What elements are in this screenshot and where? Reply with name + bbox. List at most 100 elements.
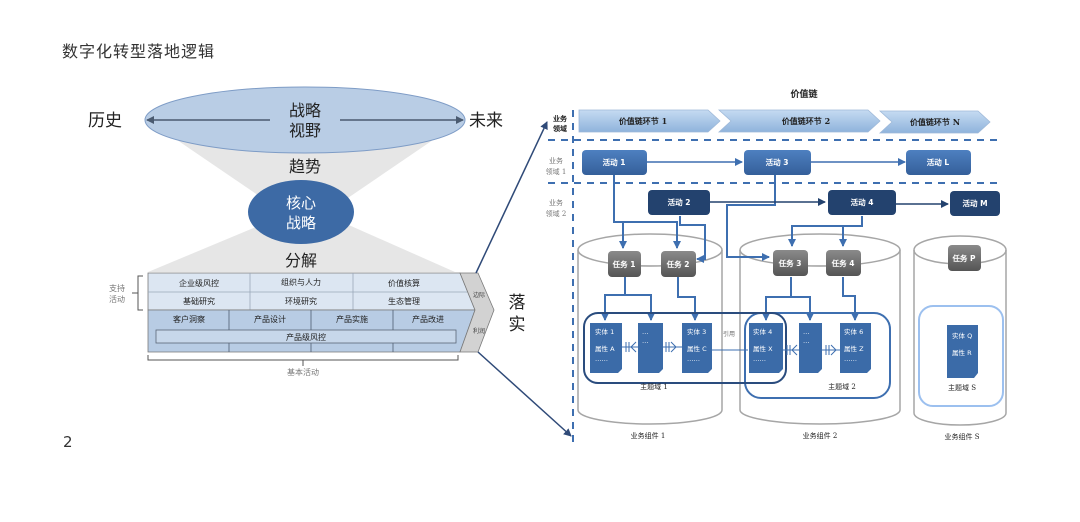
connector-line-top	[475, 121, 548, 274]
product-risk-bar	[155, 329, 457, 344]
component-cylinder-1-top	[577, 233, 723, 267]
lane-label-2b: 领域 2	[546, 209, 567, 218]
crowfoot	[825, 344, 837, 356]
task-label: 任务 P	[951, 253, 976, 263]
crowfoot	[786, 344, 798, 356]
flow-act1-task2	[614, 221, 681, 249]
activity-box[interactable]	[828, 190, 896, 215]
core-strategy-ellipse	[248, 180, 354, 244]
activity-label: 活动 3	[766, 157, 789, 167]
trend-label: 趋势	[289, 157, 321, 176]
component-cylinder-1	[577, 250, 723, 425]
activity-box[interactable]	[950, 191, 1000, 216]
component-label: 业务组件 1	[631, 431, 666, 440]
task-label: 任务 4	[831, 258, 855, 268]
value-chain-title: 价值链	[790, 88, 818, 100]
activities-lane-2: 活动 2 活动 4 活动 M	[648, 190, 1000, 216]
chain-step-1	[578, 109, 721, 133]
entity-text: ……	[844, 355, 857, 363]
chain-step-label: 价值链环节 1	[619, 116, 667, 126]
activity-box[interactable]	[648, 190, 710, 215]
page-number: 2	[63, 433, 73, 451]
tasks: 任务 1 任务 2 任务 3 任务 4 任务 P	[608, 245, 981, 277]
implement-text-1: 落	[509, 293, 526, 313]
chain-step-2	[717, 109, 881, 133]
flow-act1-tasks	[613, 174, 627, 249]
primary-cell: 产品设计	[254, 314, 286, 324]
flow-act3-task3	[726, 174, 776, 261]
entity-text: …	[642, 337, 649, 345]
chain-step-n	[878, 110, 991, 134]
task-label: 任务 2	[666, 259, 690, 269]
entity-text: …	[803, 337, 810, 345]
flow-task2-e3	[677, 277, 699, 321]
crowfoot	[665, 341, 677, 353]
task-box[interactable]	[948, 245, 981, 271]
task-box[interactable]	[773, 250, 808, 276]
entity-6	[840, 323, 871, 373]
value-chain-model: 边际 利润 企业级风控 组织与人力 价值核算 基础研究 环境研究 生态管理 客户…	[109, 272, 495, 377]
support-cell: 组织与人力	[281, 277, 321, 287]
core-text-2: 战略	[286, 214, 316, 232]
margin-top-label: 边际	[473, 291, 485, 299]
component-label: 业务组件 S	[944, 432, 979, 441]
lane-label-top-2: 领域	[553, 124, 567, 133]
vision-text-2: 视野	[289, 121, 321, 140]
entity-text: 属性 A	[595, 344, 615, 353]
entity-text: ……	[687, 355, 700, 363]
entity-2	[638, 323, 663, 373]
subject-domain-s	[918, 305, 1004, 407]
entity-text: 属性 C	[687, 344, 707, 353]
value-chain-steps: 价值链环节 1 价值链环节 2 价值链环节 N	[578, 109, 991, 134]
crowfoot	[625, 341, 637, 353]
entity-relations	[622, 341, 840, 356]
lane-label-1a: 业务	[549, 156, 563, 165]
entities: 实体 1 属性 A …… … … 实体 3 属性 C …… 实体 4 属性 X …	[590, 323, 978, 378]
lane-label-2a: 业务	[549, 198, 563, 207]
entity-text: …	[803, 328, 810, 336]
support-cell: 生态管理	[388, 296, 420, 306]
activity-label: 活动 2	[668, 197, 691, 207]
support-cell: 企业级风控	[179, 278, 219, 288]
future-label: 未来	[469, 111, 503, 131]
decompose-label: 分解	[285, 251, 317, 270]
vision-text-1: 战略	[289, 101, 321, 120]
flow-act2-task2	[679, 216, 706, 263]
subject-domains: 主题域 1 主题域 2 主题域 S	[583, 305, 1004, 407]
entity-1	[590, 323, 622, 373]
connector-line-bottom	[477, 351, 572, 437]
flow-task4-e6	[842, 277, 859, 321]
primary-bracket	[147, 355, 459, 366]
activity-box[interactable]	[582, 150, 647, 175]
entity-text: 属性 Z	[844, 344, 864, 353]
task-label: 任务 3	[778, 258, 802, 268]
flow-task3-entities	[762, 277, 792, 321]
component-cylinder-s	[913, 250, 1007, 426]
activity-box[interactable]	[906, 150, 971, 175]
vision-ellipse	[144, 86, 466, 154]
activities-lane-1: 活动 1 活动 3 活动 L	[582, 150, 971, 175]
component-cylinder-2	[739, 250, 901, 425]
entity-4	[749, 323, 783, 373]
task-box[interactable]	[826, 250, 861, 276]
flow-task1-entities	[601, 277, 626, 321]
entity-text: 实体 4	[753, 327, 772, 336]
activity-label: 活动 M	[962, 198, 987, 208]
task-box[interactable]	[661, 251, 696, 277]
entity-5	[799, 323, 822, 373]
chain-step-label: 价值链环节 2	[782, 116, 830, 126]
entity-text: …	[642, 328, 649, 336]
slide-title: 数字化转型落地逻辑	[62, 42, 216, 61]
entity-text: 实体 Q	[952, 331, 972, 340]
activity-box[interactable]	[744, 150, 811, 175]
primary-bar-label: 产品级风控	[286, 332, 326, 342]
primary-label: 基本活动	[287, 367, 319, 377]
entity-text: 实体 1	[595, 327, 614, 336]
task-box[interactable]	[608, 251, 641, 277]
flow-act4-tasks	[788, 216, 863, 247]
component-label: 业务组件 2	[803, 431, 838, 440]
subject-domain-label: 主题域 1	[640, 382, 668, 391]
entity-text: 实体 6	[844, 327, 863, 336]
entity-text: 属性 R	[952, 348, 972, 357]
